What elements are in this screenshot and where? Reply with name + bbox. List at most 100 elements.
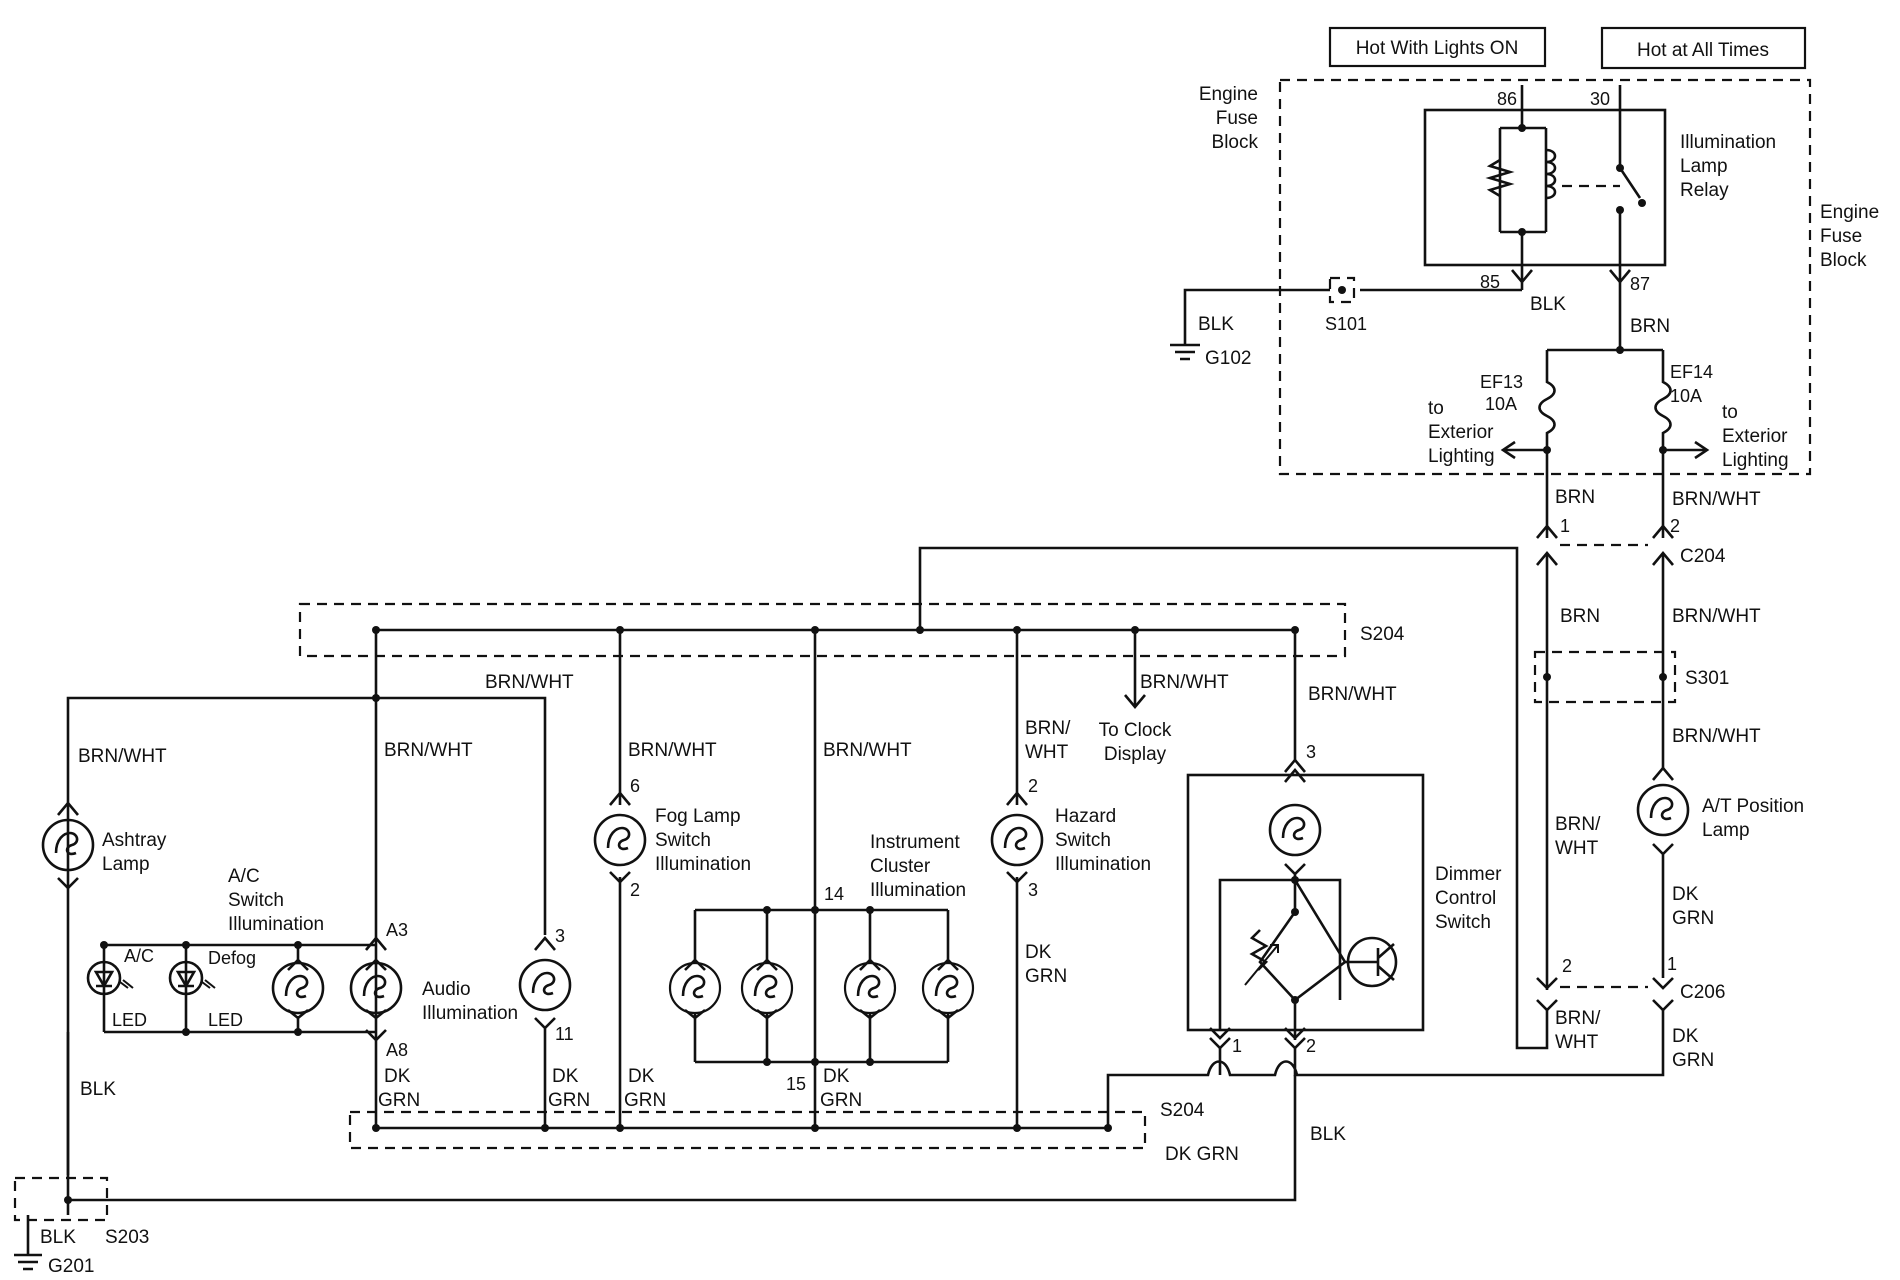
c204-brn-above: BRN — [1555, 487, 1595, 508]
svg-text:GRN: GRN — [1025, 966, 1067, 987]
cluster-rails — [695, 908, 948, 1064]
at-grn-label: GRN — [1672, 908, 1714, 929]
svg-text:Illumination: Illumination — [228, 914, 324, 935]
svg-text:Engine: Engine — [1199, 84, 1258, 105]
brn-wht-feed-loop — [918, 546, 1549, 1050]
cluster-bulbs-icon — [668, 906, 975, 1066]
svg-text:Audio: Audio — [422, 979, 471, 1000]
fog-label: Fog Lamp Switch Illumination — [655, 806, 751, 875]
relay-output-wires — [1520, 255, 1622, 350]
led-defog-led: LED — [208, 1010, 243, 1030]
c206-brn-below-2: WHT — [1555, 1032, 1599, 1053]
fuse-ef13-icon — [1538, 350, 1556, 538]
ashtray-lamp-icon — [41, 800, 95, 890]
c204-pin2: 2 — [1670, 516, 1680, 536]
ac-switch-pins-icon — [365, 935, 387, 1042]
c204-pins-top — [1536, 523, 1674, 539]
ext-left-label: to Exterior Lighting — [1428, 398, 1495, 467]
ashtray-ac-audio-feed — [66, 630, 547, 1175]
dk-grn-dimmer-feed — [1316, 1008, 1665, 1077]
c206-brn-left-2: WHT — [1555, 838, 1599, 859]
cluster-label: Instrument Cluster Illumination — [870, 832, 966, 901]
svg-text:To Clock: To Clock — [1099, 720, 1172, 741]
ef14-amps: 10A — [1670, 386, 1702, 406]
svg-text:A/C: A/C — [228, 866, 260, 887]
ext-right-label: to Exterior Lighting — [1722, 402, 1789, 471]
splice-s204-bottom — [348, 1110, 1147, 1150]
hazard-pin-top: 2 — [1028, 776, 1038, 796]
c206-pins-top — [1536, 977, 1674, 990]
svg-text:Illumination: Illumination — [1680, 132, 1776, 153]
exterior-arrows-icon — [1500, 440, 1710, 460]
svg-text:Hazard: Hazard — [1055, 806, 1116, 827]
g201-label: G201 — [48, 1256, 94, 1277]
wire-brn-87: BRN — [1630, 316, 1670, 337]
s301-label: S301 — [1685, 668, 1729, 689]
svg-text:Display: Display — [1104, 744, 1167, 765]
svg-text:Ashtray: Ashtray — [102, 830, 167, 851]
c206-dk: DK — [1672, 1026, 1699, 1047]
dimmer-pin-top: 3 — [1306, 742, 1316, 762]
c204-label: C204 — [1680, 546, 1726, 567]
hot-with-lights-on-label: Hot With Lights ON — [1356, 38, 1519, 59]
svg-text:DK: DK — [552, 1066, 579, 1087]
s203-label: S203 — [105, 1227, 149, 1248]
engine-fuse-block-label-left: Engine Fuse Block — [1199, 84, 1259, 153]
ground-g102-icon — [1170, 343, 1200, 361]
relay-coil-icon — [1485, 110, 1557, 255]
ac-switch-label: A/C Switch Illumination — [228, 866, 324, 935]
ef13-amps: 10A — [1485, 394, 1517, 414]
wire-blk-85: BLK — [1530, 294, 1566, 315]
svg-text:Switch: Switch — [228, 890, 284, 911]
hot-at-all-times-box: Hot at All Times — [1600, 26, 1807, 70]
hazard-wire-1: BRN/ — [1025, 718, 1071, 739]
svg-text:Illumination: Illumination — [870, 880, 966, 901]
c206-pin2: 2 — [1562, 956, 1572, 976]
hazard-lamp-icon — [990, 790, 1044, 884]
dimmer-pin-1: 1 — [1232, 1036, 1242, 1056]
audio-pin-bottom: 11 — [555, 1024, 574, 1044]
svg-text:DK: DK — [384, 1066, 411, 1087]
ac-switch-rails — [104, 943, 376, 1034]
svg-text:GRN: GRN — [820, 1090, 862, 1111]
pin-85: 85 — [1480, 272, 1500, 292]
ef14-label: EF14 — [1670, 362, 1713, 382]
svg-text:Switch: Switch — [1055, 830, 1111, 851]
illumination-lamp-relay-box — [1423, 108, 1667, 267]
svg-text:Lamp: Lamp — [1702, 820, 1750, 841]
fog-pin-top: 6 — [630, 776, 640, 796]
ground-g201-icon — [14, 1253, 42, 1271]
svg-text:Lamp: Lamp — [1680, 156, 1728, 177]
svg-text:to: to — [1722, 402, 1738, 423]
c206-brn-left-1: BRN/ — [1555, 814, 1601, 835]
ac-pin-a8: A8 — [386, 1040, 408, 1060]
pin-30: 30 — [1590, 89, 1610, 109]
ashtray-wire-label: BRN/WHT — [78, 746, 167, 767]
fog-pin-bottom: 2 — [630, 880, 640, 900]
at-pin1: 1 — [1667, 954, 1677, 974]
svg-text:Exterior: Exterior — [1722, 426, 1788, 447]
c204-brn-wht-below: BRN/WHT — [1672, 606, 1761, 627]
s204-top-label: S204 — [1360, 624, 1405, 645]
led-defog-label: Defog — [208, 948, 256, 968]
relay-switch-icon — [1562, 85, 1646, 255]
ac-led-icon — [86, 941, 134, 1032]
defog-led-icon — [168, 941, 216, 1036]
svg-text:Block: Block — [1820, 250, 1867, 271]
dimmer-pin-2: 2 — [1306, 1036, 1316, 1056]
svg-text:Switch: Switch — [655, 830, 711, 851]
svg-text:Fuse: Fuse — [1216, 108, 1258, 129]
svg-text:Exterior: Exterior — [1428, 422, 1494, 443]
ac-bulb-1-icon — [271, 941, 325, 1036]
svg-text:Relay: Relay — [1680, 180, 1729, 201]
svg-text:Dimmer: Dimmer — [1435, 864, 1502, 885]
splice-s203 — [13, 1176, 109, 1222]
cluster-wire-label: BRN/WHT — [823, 740, 912, 761]
c206-brn-below-1: BRN/ — [1555, 1008, 1601, 1029]
c204-pin1: 1 — [1560, 516, 1570, 536]
relay-label: Illumination Lamp Relay — [1680, 132, 1776, 201]
engine-fuse-block-label-right: Engine Fuse Block — [1820, 202, 1879, 271]
svg-text:Instrument: Instrument — [870, 832, 960, 853]
ashtray-brn-wht-top: BRN/WHT — [485, 672, 574, 693]
